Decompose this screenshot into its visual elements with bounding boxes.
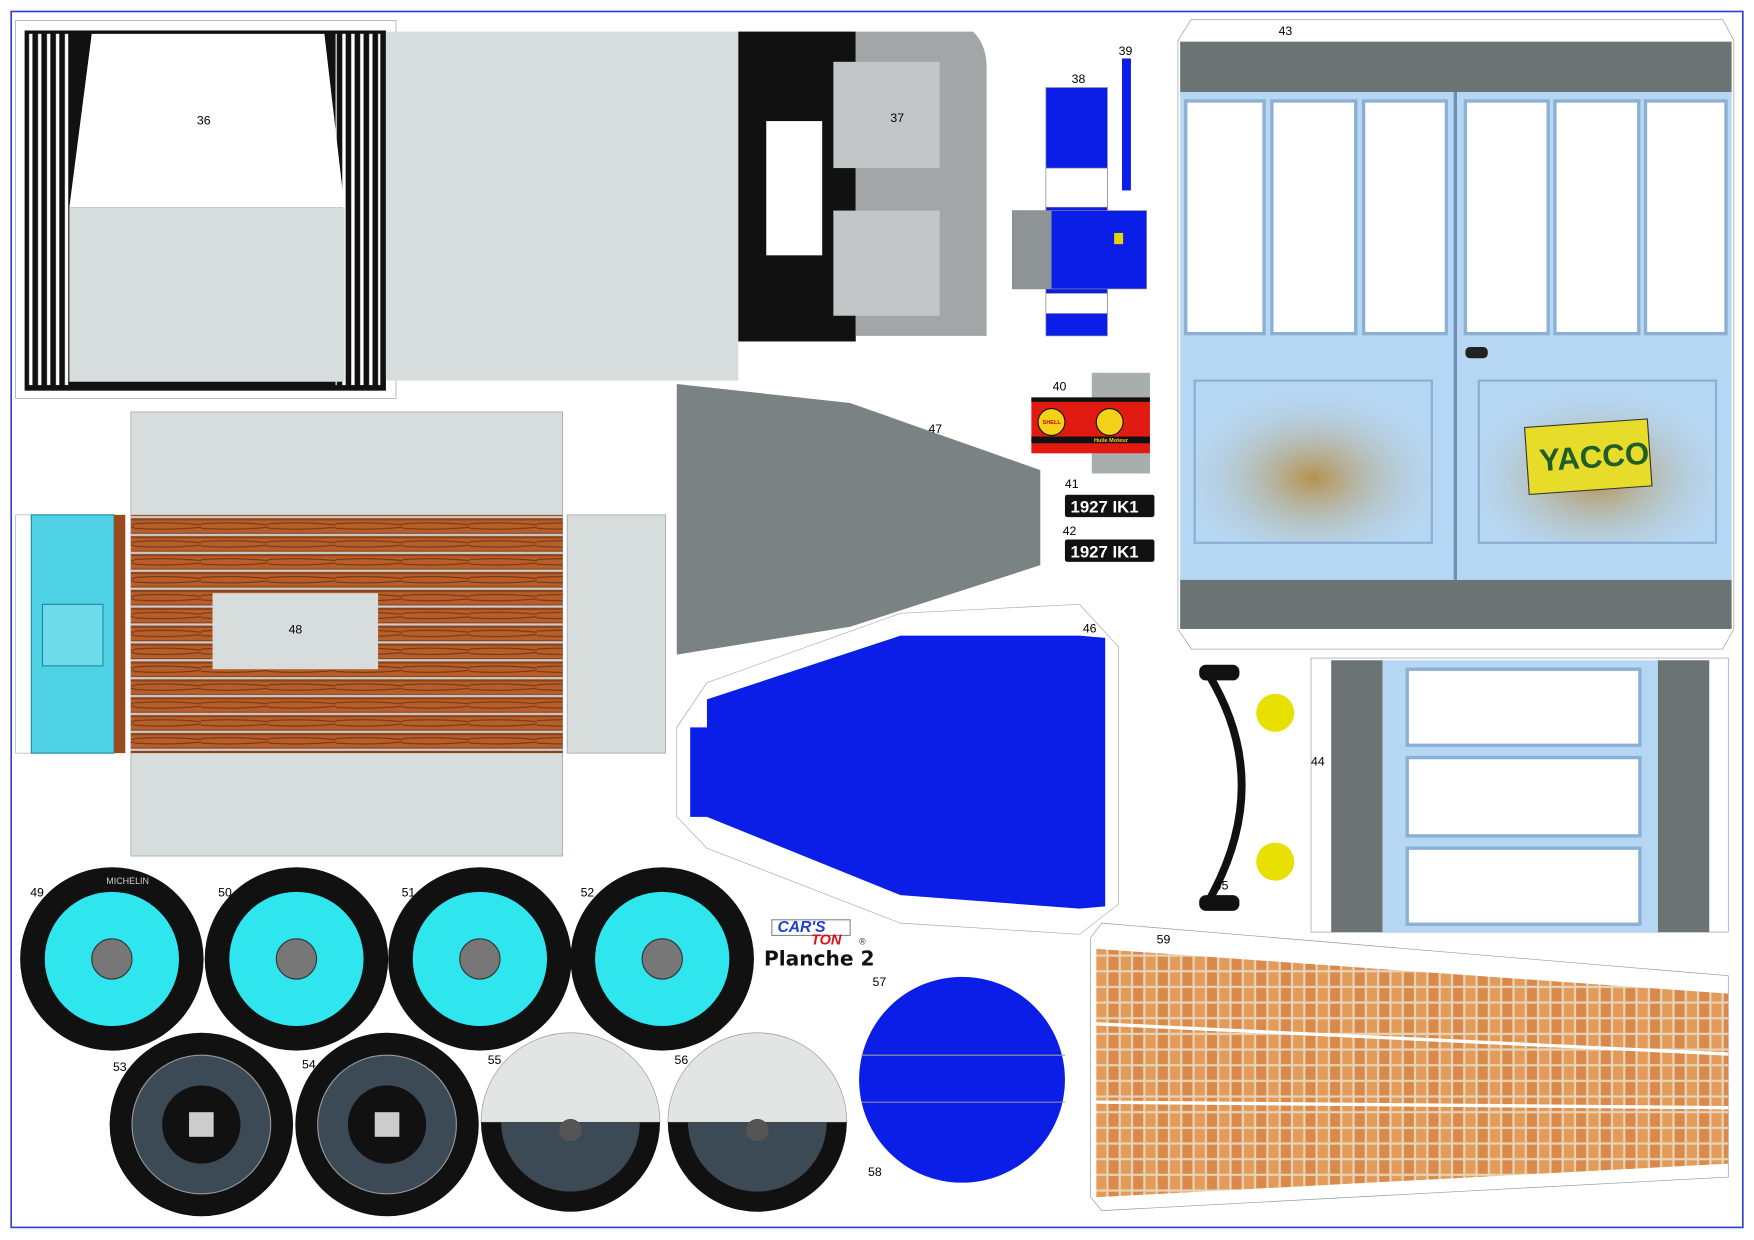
part-number: 49 — [30, 885, 44, 899]
part-number: 51 — [402, 885, 416, 899]
logo-top: CAR'S — [777, 919, 826, 936]
part-41-plate: 1927 IK1 41 — [1064, 477, 1155, 518]
part-number: 43 — [1279, 24, 1293, 38]
part-number: 39 — [1119, 44, 1133, 58]
part-number: 40 — [1053, 380, 1067, 394]
part-number: 46 — [1083, 621, 1097, 635]
part-40-oil-can: SHELL Huile Moteur 40 — [1031, 372, 1150, 474]
part-36-canopy: 36 — [15, 20, 739, 399]
part-number: 36 — [197, 113, 211, 127]
part-number: 45 — [1215, 879, 1229, 893]
part-number: 53 — [113, 1060, 127, 1074]
wheel-52: 52 — [570, 867, 754, 1051]
oil-brand: SHELL — [1043, 420, 1062, 426]
wheel-54: 54 — [295, 1032, 479, 1217]
part-37-panel: 37 — [738, 31, 987, 342]
part-number: 38 — [1072, 72, 1086, 86]
part-48-floor: 48 — [15, 411, 666, 857]
part-number: 50 — [218, 885, 232, 899]
part-38-box: 38 — [1012, 72, 1147, 337]
wheel-50: 50 — [204, 867, 389, 1051]
part-47-panel: 47 — [676, 383, 1041, 655]
part-39-strip: 39 — [1119, 44, 1133, 191]
sheet-border — [10, 10, 1744, 1229]
wheel-51: 51 — [388, 867, 572, 1051]
tyre-brand: MICHELIN — [106, 876, 149, 886]
part-45-handle: 45 — [1199, 664, 1295, 911]
logo-bottom: TON — [811, 932, 842, 948]
part-43-doors: YACCO 43 — [1177, 18, 1735, 650]
part-42-plate: 1927 IK1 42 — [1063, 524, 1155, 562]
part-number: 48 — [289, 622, 303, 636]
part-number: 56 — [675, 1053, 689, 1067]
plate-text: 1927 IK1 — [1071, 542, 1139, 561]
part-57-58-disc: 57 58 — [859, 975, 1065, 1183]
part-number: 58 — [868, 1165, 882, 1179]
part-number: 37 — [890, 111, 904, 125]
wheel-49: MICHELIN 49 — [20, 867, 204, 1051]
part-number: 57 — [873, 975, 887, 989]
part-number: 47 — [928, 422, 942, 436]
part-number: 59 — [1157, 932, 1171, 946]
logo-registered: ® — [859, 936, 866, 946]
part-44-door: 44 — [1310, 657, 1729, 933]
part-46-hood: 46 — [676, 603, 1119, 935]
carston-logo: CAR'S TON ® — [771, 919, 866, 948]
wheel-55: 55 — [480, 1032, 661, 1212]
part-number: 41 — [1065, 477, 1079, 491]
oil-caption: Huile Moteur — [1094, 438, 1129, 444]
yacco-sign: YACCO — [1538, 436, 1650, 479]
part-number: 52 — [581, 885, 595, 899]
part-number: 44 — [1311, 754, 1325, 768]
wheel-56: 56 — [667, 1032, 848, 1212]
part-number: 54 — [302, 1058, 316, 1072]
sheet-title: Planche 2 — [764, 947, 874, 971]
plate-text: 1927 IK1 — [1071, 498, 1139, 517]
part-number: 55 — [488, 1053, 502, 1067]
part-59-brick-wall: 59 — [1090, 922, 1729, 1211]
part-number: 42 — [1063, 524, 1077, 538]
wheel-53: 53 — [109, 1032, 294, 1217]
